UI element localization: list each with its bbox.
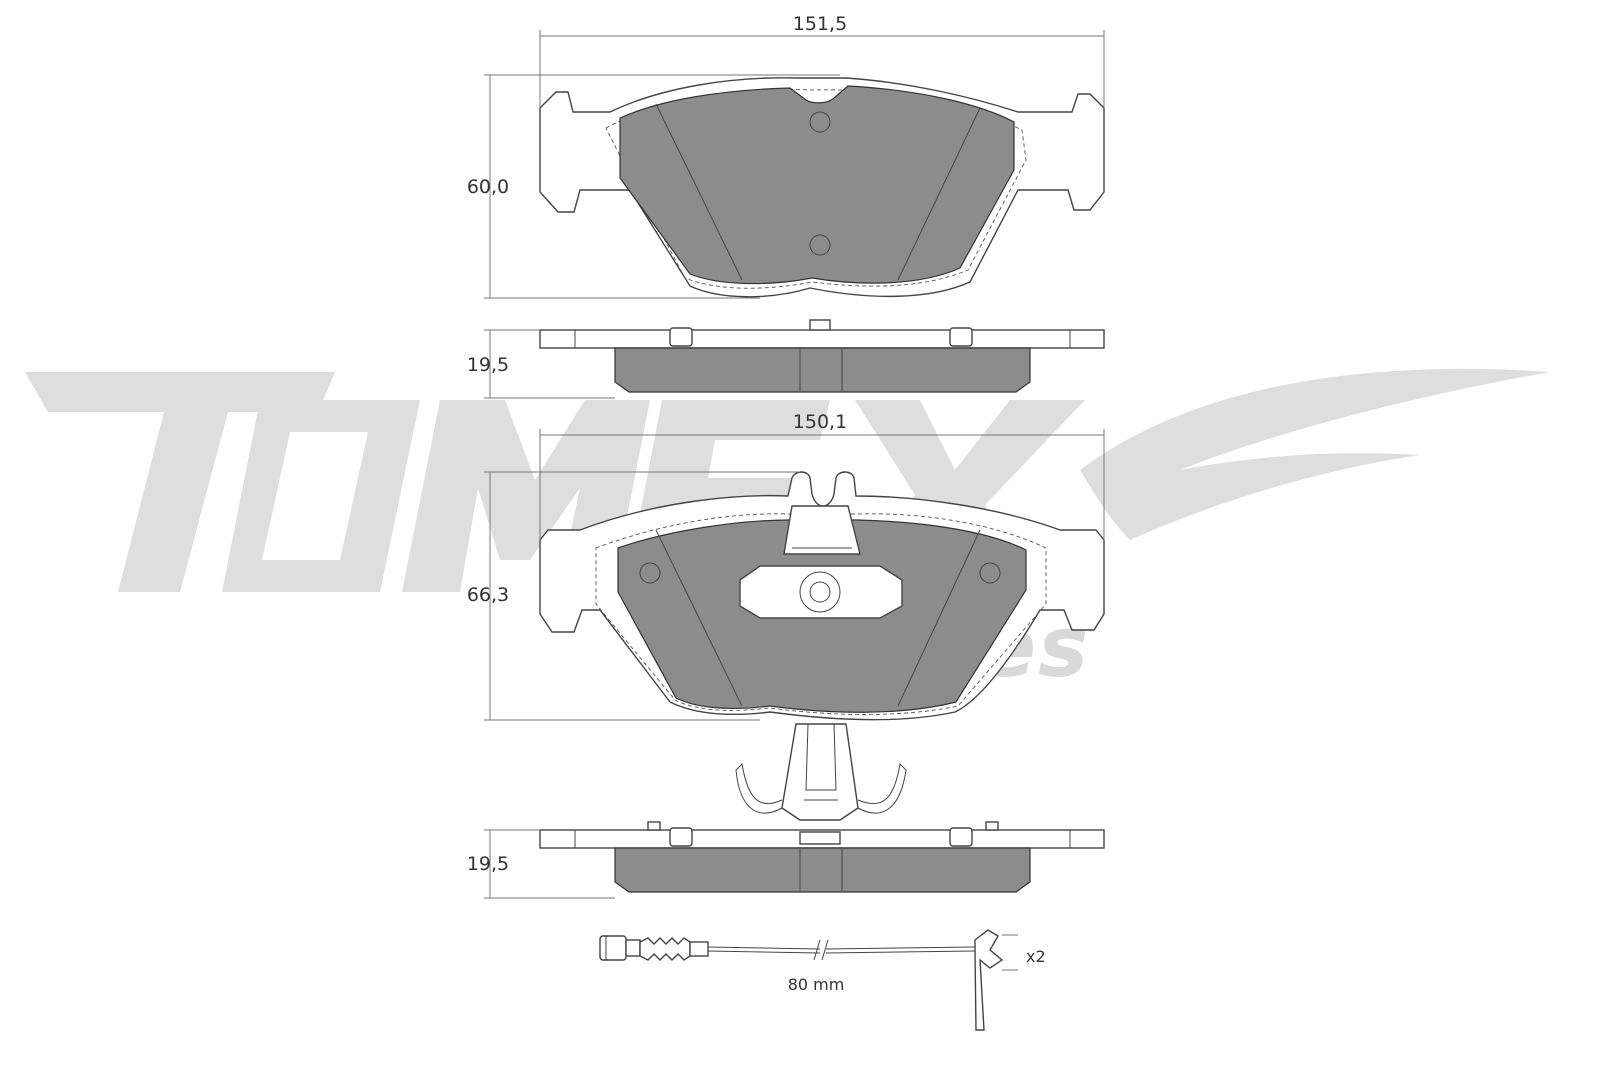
wear-sensor-length-label: 80 mm	[788, 975, 845, 994]
top-pad-thickness-dimension: 19,5	[467, 329, 615, 399]
bottom-pad-height-label: 66,3	[467, 584, 509, 606]
top-pad-thickness-label: 19,5	[467, 354, 509, 376]
bottom-pad-width-dimension: 150,1	[539, 411, 1105, 540]
wear-sensor: 80 mm x2	[599, 929, 1046, 1031]
bottom-pad-front-view	[539, 471, 1105, 721]
top-pad-height-label: 60,0	[467, 176, 509, 198]
spring-clip	[735, 723, 907, 821]
wear-sensor-quantity-label: x2	[1026, 947, 1046, 966]
bottom-pad-side-view	[539, 821, 1105, 893]
bottom-pad-thickness-dimension: 19,5	[467, 829, 615, 899]
bottom-pad-thickness-label: 19,5	[467, 853, 509, 875]
top-pad-width-dimension: 151,5	[539, 13, 1105, 108]
top-pad-height-dimension: 60,0	[467, 74, 840, 299]
bottom-pad-height-dimension: 66,3	[467, 471, 800, 721]
bottom-pad-width-label: 150,1	[793, 411, 847, 433]
brand-watermark: brakes	[25, 368, 1550, 696]
top-pad-front-view	[539, 77, 1105, 298]
top-pad-width-label: 151,5	[793, 13, 847, 35]
top-pad-side-view	[539, 319, 1105, 393]
watermark-logo-shapes	[25, 368, 1550, 592]
